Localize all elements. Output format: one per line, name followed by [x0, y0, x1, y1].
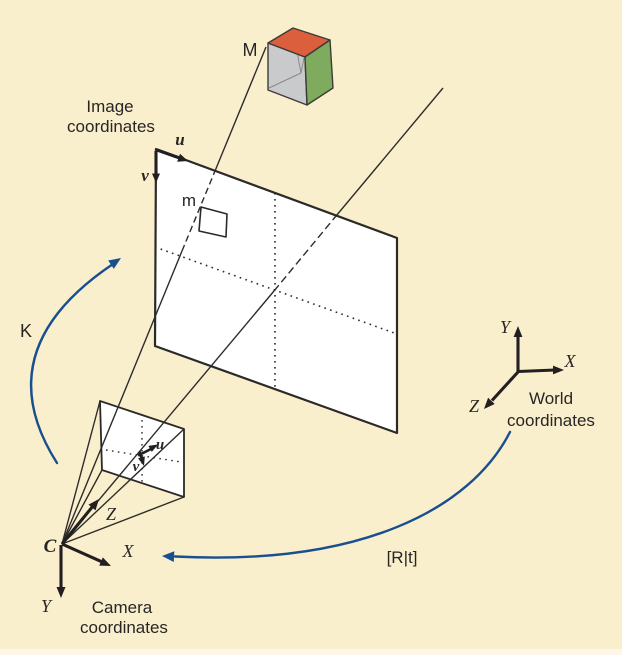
small-u-axis-label: u: [156, 437, 164, 453]
camera-y-arrowhead: [56, 587, 66, 598]
world-z-arrowhead: [484, 397, 495, 409]
small-plane-uv-axes: u v: [133, 437, 165, 475]
world-x-arrowhead: [553, 365, 564, 375]
image-plane-uv-axes: u v: [141, 130, 188, 185]
camera-x-axis: [61, 542, 104, 564]
frustum-line-bottom-right: [61, 496, 185, 545]
image-point-label: m: [182, 191, 196, 210]
view-frustum-lines: [61, 400, 185, 545]
small-v-axis-label: v: [133, 459, 140, 475]
camera-coordinates-line2: coordinates: [80, 618, 168, 637]
u-axis-label: u: [175, 130, 184, 149]
world-x-label: X: [564, 351, 577, 371]
frustum-line-top-right: [61, 428, 185, 545]
cube-interior-edge-1: [268, 72, 302, 89]
image-point-m: m: [182, 191, 228, 238]
camera-coordinates-line1: Camera: [92, 598, 153, 617]
extrinsics-arrow: [R|t]: [162, 430, 512, 567]
v-axis-arrowhead: [152, 173, 160, 183]
world-z-axis: [490, 370, 520, 402]
u-axis: [156, 148, 182, 160]
camera-z-arrowhead: [88, 499, 99, 511]
cube-right-face: [304, 39, 334, 106]
camera-axes: C X Y Z Camera coordinates: [41, 499, 168, 637]
projection-ray: [61, 46, 267, 545]
image-coordinates-caption: Image coordinates: [67, 97, 155, 136]
camera-z-label: Z: [106, 504, 117, 524]
camera-z-axis: [60, 505, 95, 545]
extrinsic-matrix-label: [R|t]: [387, 548, 418, 567]
projection-ray-dashed: [181, 170, 216, 252]
frustum-line-bottom-left: [61, 469, 103, 545]
bottom-margin-strip: [0, 649, 622, 655]
intrinsic-matrix-label: K: [20, 321, 32, 341]
camera-center-label: C: [44, 536, 57, 557]
world-axes: Y X Z World coordinates: [469, 317, 595, 430]
u-axis-arrowhead: [177, 153, 188, 162]
principal-axis-upper: [335, 87, 444, 217]
image-coordinates-line2: coordinates: [67, 117, 155, 136]
principal-axis-dashed: [273, 215, 337, 292]
camera-y-label: Y: [41, 596, 53, 616]
frustum-line-top-left: [61, 400, 101, 545]
projection-ray-lower: [61, 250, 183, 545]
cube-interior-edge-2: [300, 57, 305, 74]
image-coordinates-line1: Image: [86, 97, 133, 116]
v-axis-label: v: [141, 166, 149, 185]
camera-x-arrowhead: [99, 557, 111, 566]
world-x-axis: [517, 368, 556, 374]
world-coordinates-line2: coordinates: [507, 411, 595, 430]
k-arrow-head: [108, 258, 121, 269]
projection-ray-upper: [214, 46, 267, 172]
world-y-label: Y: [500, 317, 512, 337]
world-z-label: Z: [469, 396, 480, 416]
world-y-arrowhead: [513, 326, 523, 337]
rt-arrow-curve: [173, 430, 512, 559]
small-horizontal-dotted-line: [105, 449, 182, 463]
rt-arrow-head: [162, 551, 175, 562]
principal-horizontal-dotted-line: [154, 246, 398, 335]
small-u-axis-arrowhead: [148, 444, 158, 452]
image-point-square: [198, 206, 228, 238]
world-coordinates-line1: World: [529, 389, 573, 408]
world-point-cube: M: [243, 27, 334, 106]
small-v-axis-arrowhead: [138, 456, 145, 466]
camera-x-label: X: [122, 541, 135, 561]
k-arrow-curve: [29, 262, 115, 465]
intrinsics-arrow: K: [20, 258, 121, 465]
world-point-label: M: [243, 40, 258, 60]
